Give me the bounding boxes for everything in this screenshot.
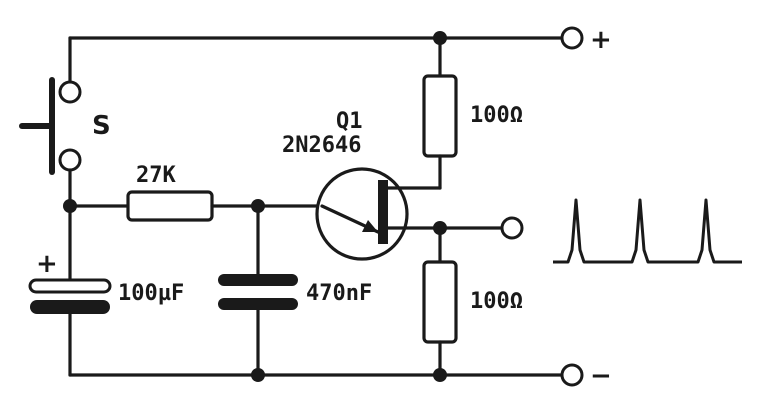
- capacitor-100uf-label: 100µF: [118, 281, 184, 306]
- switch-label: S: [92, 111, 111, 141]
- terminal-negative-label: −: [590, 361, 612, 391]
- electrolytic-capacitor: [28, 278, 112, 314]
- resistor-100-top-label: 100Ω: [470, 103, 523, 128]
- transistor-part-label: 2N2646: [282, 133, 361, 158]
- terminal-positive-label: +: [590, 25, 612, 55]
- negative-terminal: [560, 363, 584, 387]
- resistor-100-bottom-label: 100Ω: [470, 289, 523, 314]
- transistor-name-label: Q1: [336, 109, 363, 134]
- positive-terminal: [560, 26, 584, 50]
- resistor-100-bottom: [422, 260, 458, 344]
- polarity-plus-label: +: [36, 249, 58, 279]
- resistor-27k: [126, 190, 214, 222]
- resistor-100-top: [422, 74, 458, 158]
- output-waveform: [553, 198, 742, 264]
- push-switch: [19, 36, 82, 208]
- output-terminal: [500, 216, 524, 240]
- resistor-27k-label: 27K: [136, 163, 176, 188]
- film-capacitor: [218, 204, 298, 377]
- capacitor-470nf-label: 470nF: [306, 281, 372, 306]
- ujt-transistor: [315, 167, 442, 261]
